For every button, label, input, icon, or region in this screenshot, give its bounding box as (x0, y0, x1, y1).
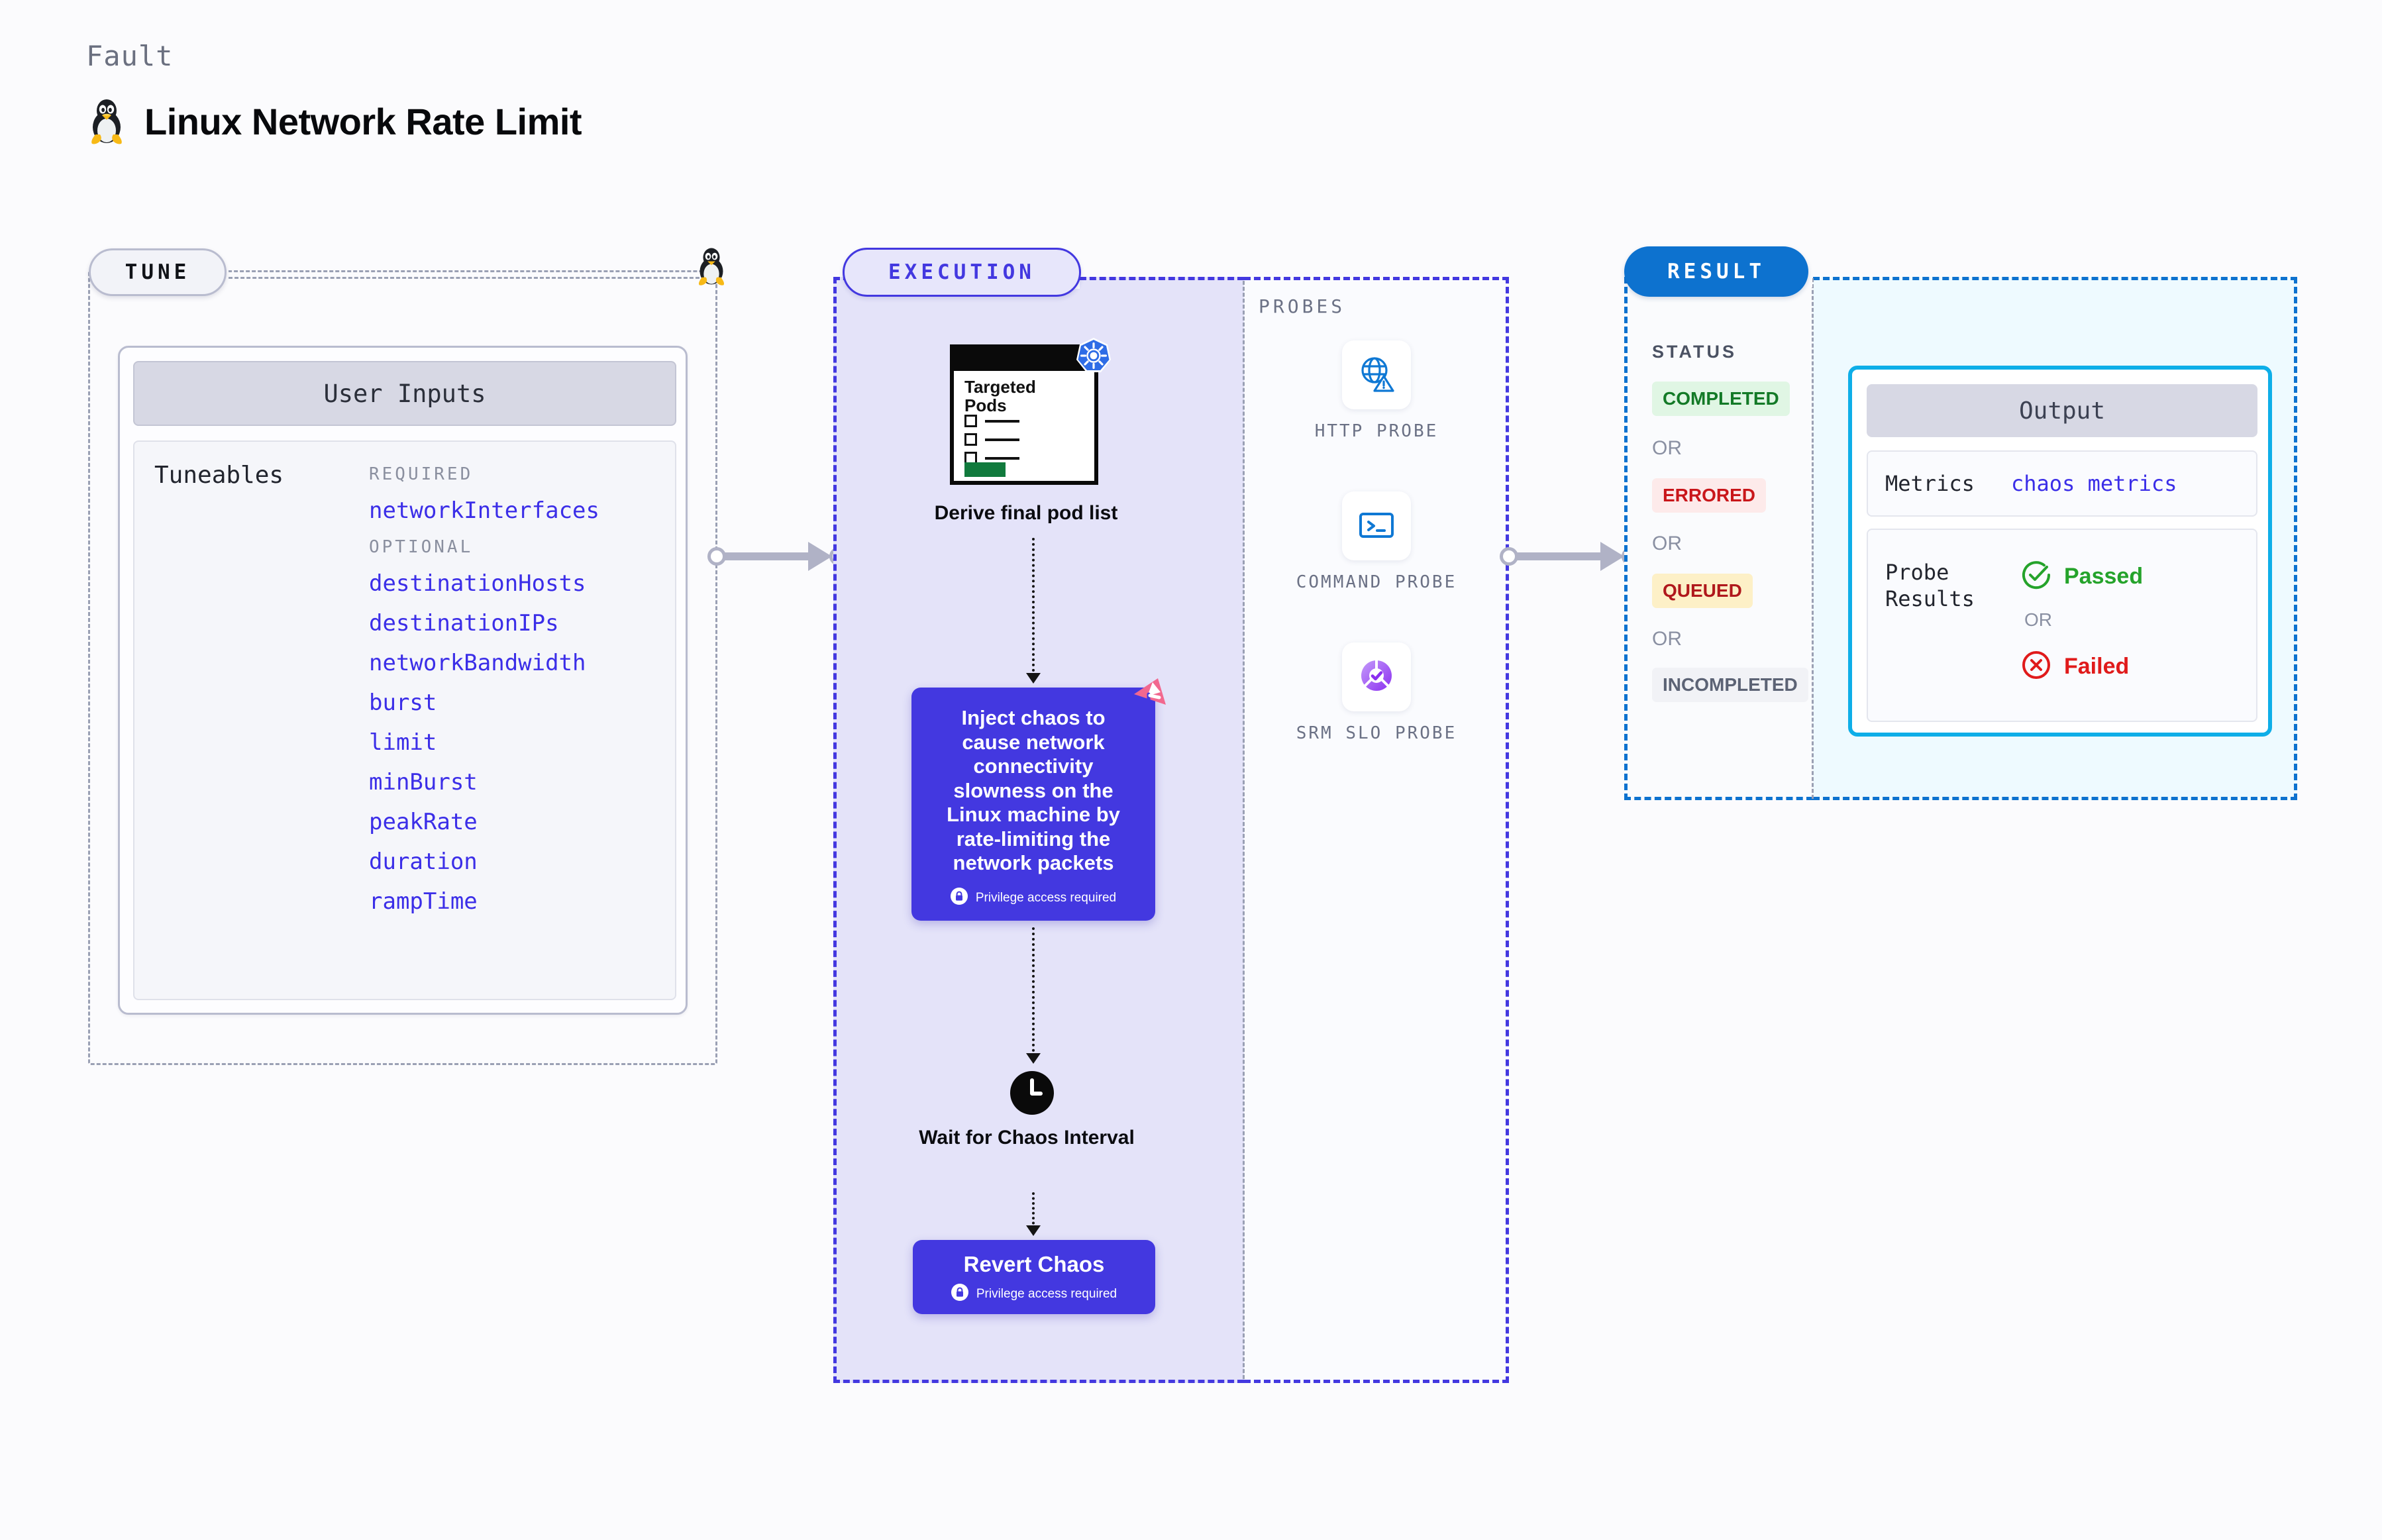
inject-chaos-text: Inject chaos to cause network connectivi… (947, 706, 1120, 875)
revert-chaos-block[interactable]: Revert Chaos Privilege access required (913, 1240, 1155, 1314)
user-inputs-title: User Inputs (133, 361, 676, 426)
tuneables-list: REQUIRED networkInterfaces OPTIONAL dest… (369, 455, 660, 928)
user-inputs-card: User Inputs Tuneables REQUIRED networkIn… (118, 346, 688, 1015)
probe-result-failed: Failed (2020, 649, 2129, 684)
probe-result-or: OR (2024, 609, 2052, 631)
status-region (1624, 277, 1813, 800)
tuneable-destinationIPs[interactable]: destinationIPs (369, 610, 559, 637)
status-badge-incompleted: INCOMPLETED (1652, 668, 1808, 702)
metrics-value[interactable]: chaos metrics (2011, 471, 2177, 496)
flow-arrow-line (1032, 1192, 1035, 1229)
tuneables-label: Tuneables (154, 462, 284, 489)
metrics-label: Metrics (1885, 471, 1975, 496)
fault-kicker: Fault (86, 40, 174, 72)
tuneable-destinationHosts[interactable]: destinationHosts (369, 570, 586, 597)
tuneable-duration[interactable]: duration (369, 848, 478, 875)
status-badge-queued: QUEUED (1652, 574, 1753, 608)
tuneable-peakRate[interactable]: peakRate (369, 809, 478, 835)
card-title-bar (954, 348, 1094, 371)
tuneable-networkInterfaces[interactable]: networkInterfaces (369, 497, 599, 524)
title-row: Linux Network Rate Limit (86, 97, 582, 145)
or-separator: OR (1652, 628, 1682, 650)
pod-row (964, 433, 1019, 446)
pods-caption: Derive final pod list (934, 502, 1118, 524)
probes-region (1244, 277, 1509, 1383)
checkbox-icon (964, 433, 977, 446)
probe-result-passed-label: Passed (2064, 564, 2144, 589)
revert-chaos-title: Revert Chaos (963, 1252, 1105, 1276)
status-badge-completed: COMPLETED (1652, 382, 1790, 416)
probe-caption-command: COMMAND PROBE (1296, 572, 1457, 592)
kubernetes-icon (1074, 336, 1113, 375)
output-title: Output (1867, 384, 2257, 437)
slo-donut-check-icon (1355, 654, 1398, 700)
or-separator: OR (2024, 609, 2052, 630)
targeted-pods-card: Targeted Pods (950, 338, 1111, 490)
tuneable-rampTime[interactable]: rampTime (369, 888, 478, 915)
flow-arrow-line (1032, 538, 1035, 677)
probe-result-failed-label: Failed (2064, 654, 2130, 679)
probe-tile-command[interactable] (1342, 491, 1411, 560)
page-header: Fault Linux Network Rate Limit (86, 40, 582, 145)
tune-dashed-region (88, 270, 717, 1065)
x-circle-icon (2020, 649, 2052, 684)
tune-section-pill[interactable]: TUNE (89, 248, 227, 296)
connector-execution-to-result (1500, 542, 1640, 571)
tuneable-burst[interactable]: burst (369, 690, 437, 716)
probe-tile-http[interactable] (1342, 340, 1411, 409)
or-separator: OR (1652, 533, 1682, 554)
probe-results-row: Probe Results Passed OR Failed (1867, 529, 2257, 722)
wait-caption: Wait for Chaos Interval (919, 1127, 1135, 1149)
or-separator: OR (1652, 437, 1682, 459)
progress-bar (964, 462, 1006, 477)
connector-tune-to-execution (707, 542, 848, 571)
status-output-divider (1812, 278, 1814, 799)
flow-arrow-head (1026, 1225, 1041, 1236)
result-section-pill[interactable]: RESULT (1624, 246, 1808, 297)
metrics-row: Metrics chaos metrics (1867, 450, 2257, 517)
globe-warning-icon (1355, 352, 1398, 398)
litmuschaos-icon (1118, 660, 1182, 723)
status-badge-errored: ERRORED (1652, 478, 1767, 513)
pod-row (964, 415, 1019, 427)
flow-arrow-head (1026, 1053, 1041, 1064)
tuneables-group-required: REQUIRED (369, 464, 474, 484)
linux-tux-icon (694, 246, 729, 289)
tune-dashed-connector (229, 277, 705, 279)
privilege-note: Privilege access required (913, 1284, 1155, 1304)
tuneables-box: Tuneables REQUIRED networkInterfaces OPT… (133, 440, 676, 1000)
check-circle-icon (2020, 559, 2052, 594)
linux-tux-icon (86, 97, 127, 145)
inject-chaos-block[interactable]: Inject chaos to cause network connectivi… (911, 678, 1166, 921)
probe-caption-http: HTTP PROBE (1314, 421, 1439, 441)
tuneable-networkBandwidth[interactable]: networkBandwidth (369, 650, 586, 676)
execution-section-pill[interactable]: EXECUTION (843, 248, 1081, 297)
flow-arrow-head (1026, 673, 1041, 684)
flow-arrow-line (1032, 927, 1035, 1057)
probe-result-passed: Passed (2020, 559, 2143, 594)
lock-icon (950, 888, 968, 908)
lock-icon (951, 1284, 968, 1304)
tuneable-minBurst[interactable]: minBurst (369, 769, 478, 796)
privilege-note: Privilege access required (911, 888, 1155, 908)
output-panel: Output Metrics chaos metrics Probe Resul… (1848, 366, 2272, 737)
tuneable-limit[interactable]: limit (369, 729, 437, 756)
probe-tile-srm-slo[interactable] (1342, 642, 1411, 711)
tuneables-group-optional: OPTIONAL (369, 537, 474, 557)
execution-probes-divider (1243, 281, 1245, 1379)
status-label: STATUS (1652, 342, 1737, 362)
checkbox-icon (964, 415, 977, 427)
page-title: Linux Network Rate Limit (144, 100, 582, 142)
clock-icon (1010, 1071, 1054, 1115)
targeted-pods-title: Targeted Pods (964, 377, 1036, 416)
probes-label: PROBES (1259, 295, 1346, 317)
terminal-icon (1355, 503, 1398, 549)
probe-results-label: Probe Results (1885, 560, 1975, 611)
privilege-note-text: Privilege access required (976, 1286, 1117, 1301)
probe-caption-srm-slo: SRM SLO PROBE (1296, 723, 1457, 743)
privilege-note-text: Privilege access required (975, 890, 1117, 905)
